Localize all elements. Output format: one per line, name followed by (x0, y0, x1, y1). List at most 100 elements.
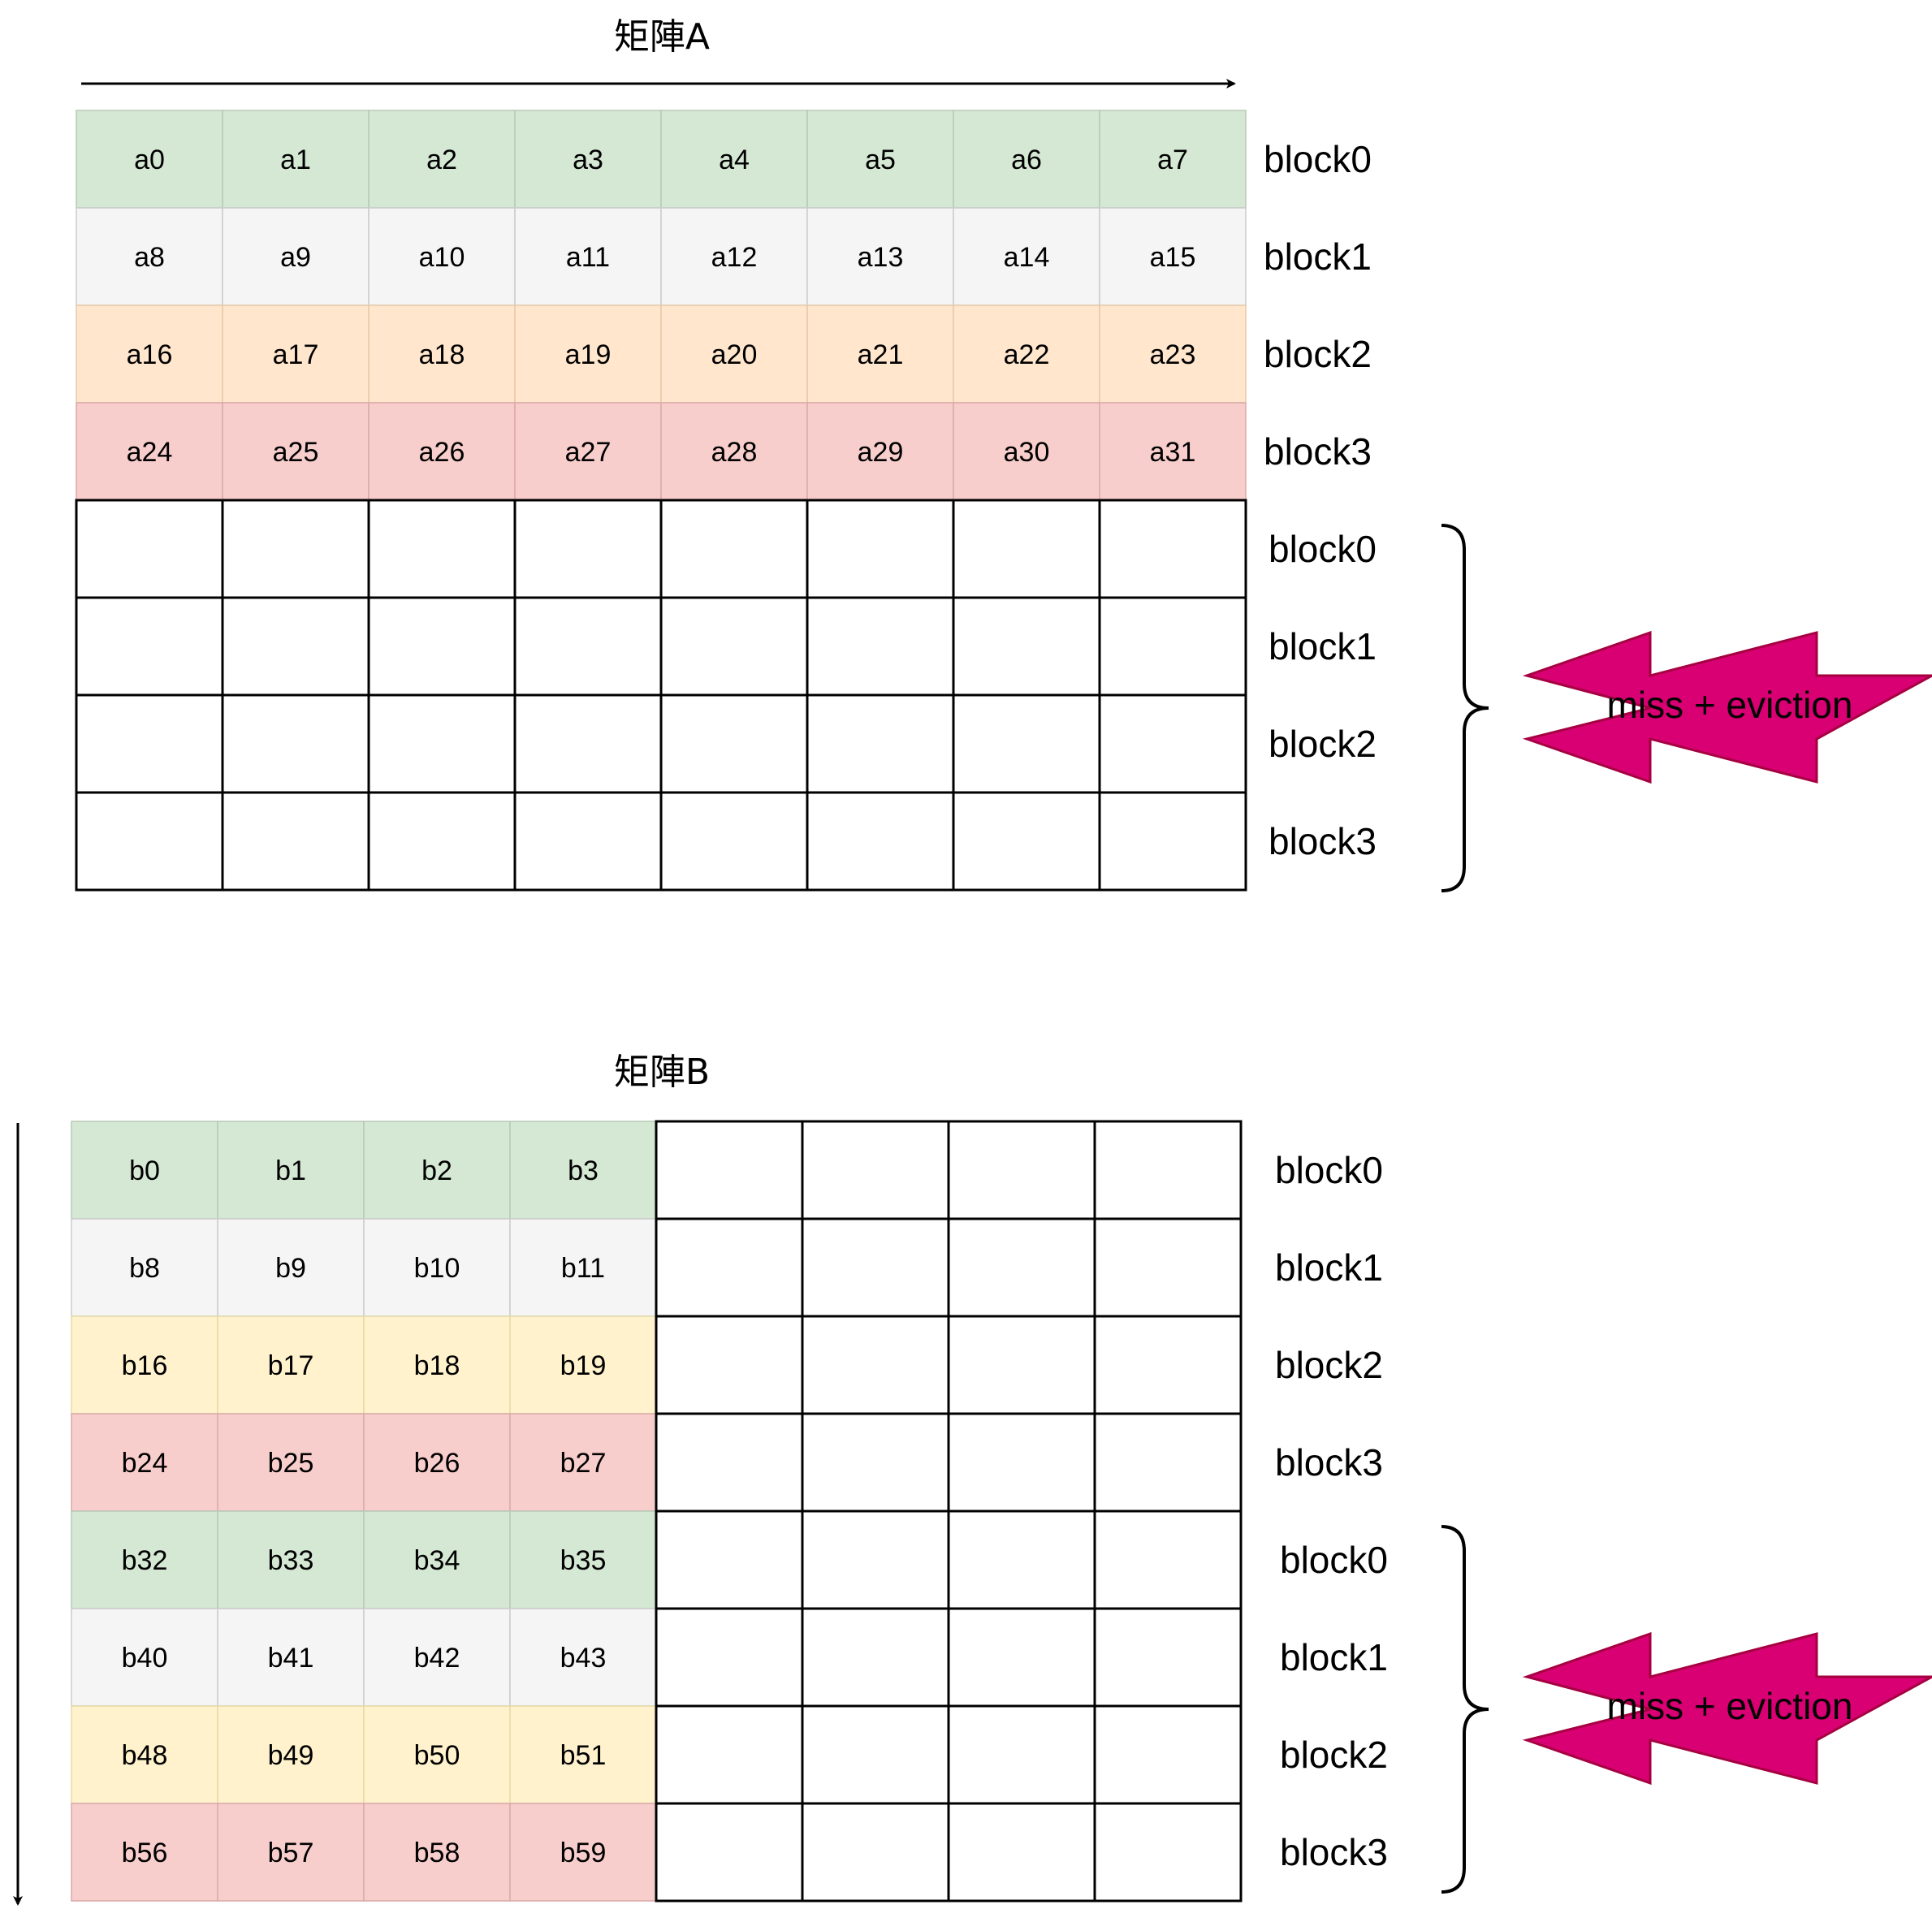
matrix_b-cell-label: b26 (414, 1448, 460, 1479)
matrix_a-cell (806, 402, 954, 501)
matrix_b-cell-label: b2 (421, 1155, 452, 1186)
matrix_a-cell (222, 402, 370, 501)
block-label: block1 (1275, 1246, 1383, 1289)
matrix_b-cell (509, 1121, 657, 1220)
matrix-a-brace (1441, 524, 1489, 892)
block-label: block0 (1280, 1539, 1388, 1581)
matrix_a-cell-label: a7 (1157, 145, 1188, 175)
matrix_b-cell-label: b32 (122, 1545, 168, 1576)
matrix_a-cell-label: a9 (280, 242, 311, 273)
matrix_b-cell (217, 1705, 365, 1804)
matrix_a-cell (513, 693, 663, 794)
matrix_a-cell (1099, 402, 1247, 501)
matrix_b-cell (1093, 1315, 1243, 1415)
matrix_a-cell (659, 596, 809, 697)
matrix_a-cell (660, 207, 808, 306)
block-label: block2 (1275, 1344, 1383, 1386)
matrix_b-cell (509, 1413, 657, 1512)
matrix_a-cell-label: a5 (865, 145, 896, 175)
matrix_a-cell (75, 791, 224, 892)
matrix_b-cell (655, 1607, 804, 1708)
matrix_b-cell (217, 1608, 365, 1707)
matrix_b-cell (217, 1121, 365, 1220)
matrix_a-cell (806, 499, 955, 599)
matrix_a-cell (367, 499, 516, 599)
matrix_b-cell (509, 1218, 657, 1317)
matrix_a-cell-label: a18 (419, 339, 465, 370)
matrix_b-cell-label: b41 (268, 1643, 314, 1674)
matrix_b-cell (71, 1803, 218, 1902)
block-label: block3 (1269, 820, 1377, 862)
matrix_a-cell-label: a15 (1150, 242, 1196, 273)
matrix_a-cell-label: a31 (1150, 437, 1196, 468)
matrix_a-cell-label: a21 (858, 339, 904, 370)
matrix_b-cell-label: b43 (560, 1643, 607, 1674)
matrix_a-cell (1099, 304, 1247, 404)
matrix_b-cell (1093, 1412, 1243, 1513)
matrix-a-block-labels: block0block1block2block3block0block1bloc… (1264, 138, 1377, 862)
matrix_a-cell (513, 596, 663, 697)
matrix_b-cell (71, 1218, 218, 1317)
matrix_a-cell (1098, 791, 1247, 892)
matrix_a-cell (368, 207, 516, 306)
matrix_b-cell (1093, 1217, 1243, 1318)
matrix_a-cell-label: a30 (1004, 437, 1050, 468)
matrix_b-cell-label: b1 (275, 1155, 306, 1186)
matrix_b-cell (947, 1120, 1096, 1220)
block-label: block2 (1280, 1734, 1388, 1776)
matrix_a-cell-label: a17 (273, 339, 319, 370)
matrix_a-cell-label: a0 (134, 145, 165, 175)
block-label: block3 (1264, 430, 1372, 473)
matrix_a-cell (513, 499, 663, 599)
matrix_b-cell-label: b17 (268, 1350, 314, 1381)
matrix_b-cell (801, 1802, 950, 1903)
matrix_b-cell-label: b42 (414, 1643, 460, 1674)
matrix_a-cell (367, 791, 516, 892)
matrix-a-title: 矩陣A (614, 16, 710, 58)
matrix_b-cell-label: b59 (560, 1838, 607, 1868)
matrix_a-cell-label: a14 (1004, 242, 1050, 273)
matrix_b-cell (947, 1412, 1096, 1513)
matrix_a-cell (806, 304, 954, 404)
star-label: miss + eviction (1607, 684, 1853, 726)
matrix_b-cell-label: b56 (122, 1838, 168, 1868)
block-label: block1 (1269, 625, 1377, 667)
matrix_a-cell (221, 499, 370, 599)
matrix_a-cell-label: a19 (565, 339, 612, 370)
matrix_b-cell (655, 1120, 804, 1220)
matrix_b-cell (655, 1510, 804, 1610)
matrix_a-cell (952, 693, 1101, 794)
matrix_b-cell (947, 1217, 1096, 1318)
matrix_a-cell-label: a24 (127, 437, 173, 468)
matrix_b-cell (363, 1218, 511, 1317)
matrix_a-cell (368, 402, 516, 501)
matrix_b-cell (947, 1802, 1096, 1903)
matrix_b-cell-label: b27 (560, 1448, 607, 1479)
matrix_b-cell-label: b25 (268, 1448, 314, 1479)
matrix_a-cell (1098, 693, 1247, 794)
star-shape (1522, 630, 1932, 784)
matrix_b-cell (217, 1803, 365, 1902)
matrix_a-cell (221, 693, 370, 794)
matrix_a-cell-label: a1 (280, 145, 311, 175)
matrix_a-cell (1098, 596, 1247, 697)
matrix_a-cell (659, 499, 809, 599)
matrix_b-cell (655, 1704, 804, 1805)
matrix_b-cell-label: b24 (122, 1448, 168, 1479)
block-label: block3 (1275, 1441, 1383, 1484)
matrix_a-cell-label: a3 (573, 145, 603, 175)
matrix_a-cell-label: a11 (566, 242, 610, 273)
matrix_b-cell (363, 1510, 511, 1609)
matrix_b-cell (71, 1510, 218, 1609)
matrix_b-cell (801, 1510, 950, 1610)
matrix_b-cell (1093, 1802, 1243, 1903)
matrix_b-cell (1093, 1120, 1243, 1220)
matrix_a-cell (75, 499, 224, 599)
block-label: block2 (1269, 723, 1377, 765)
matrix_b-cell (947, 1607, 1096, 1708)
matrix_b-cell (363, 1315, 511, 1415)
matrix_a-cell (806, 207, 954, 306)
matrix_a-cell (367, 693, 516, 794)
matrix_a-cell-label: a26 (419, 437, 465, 468)
